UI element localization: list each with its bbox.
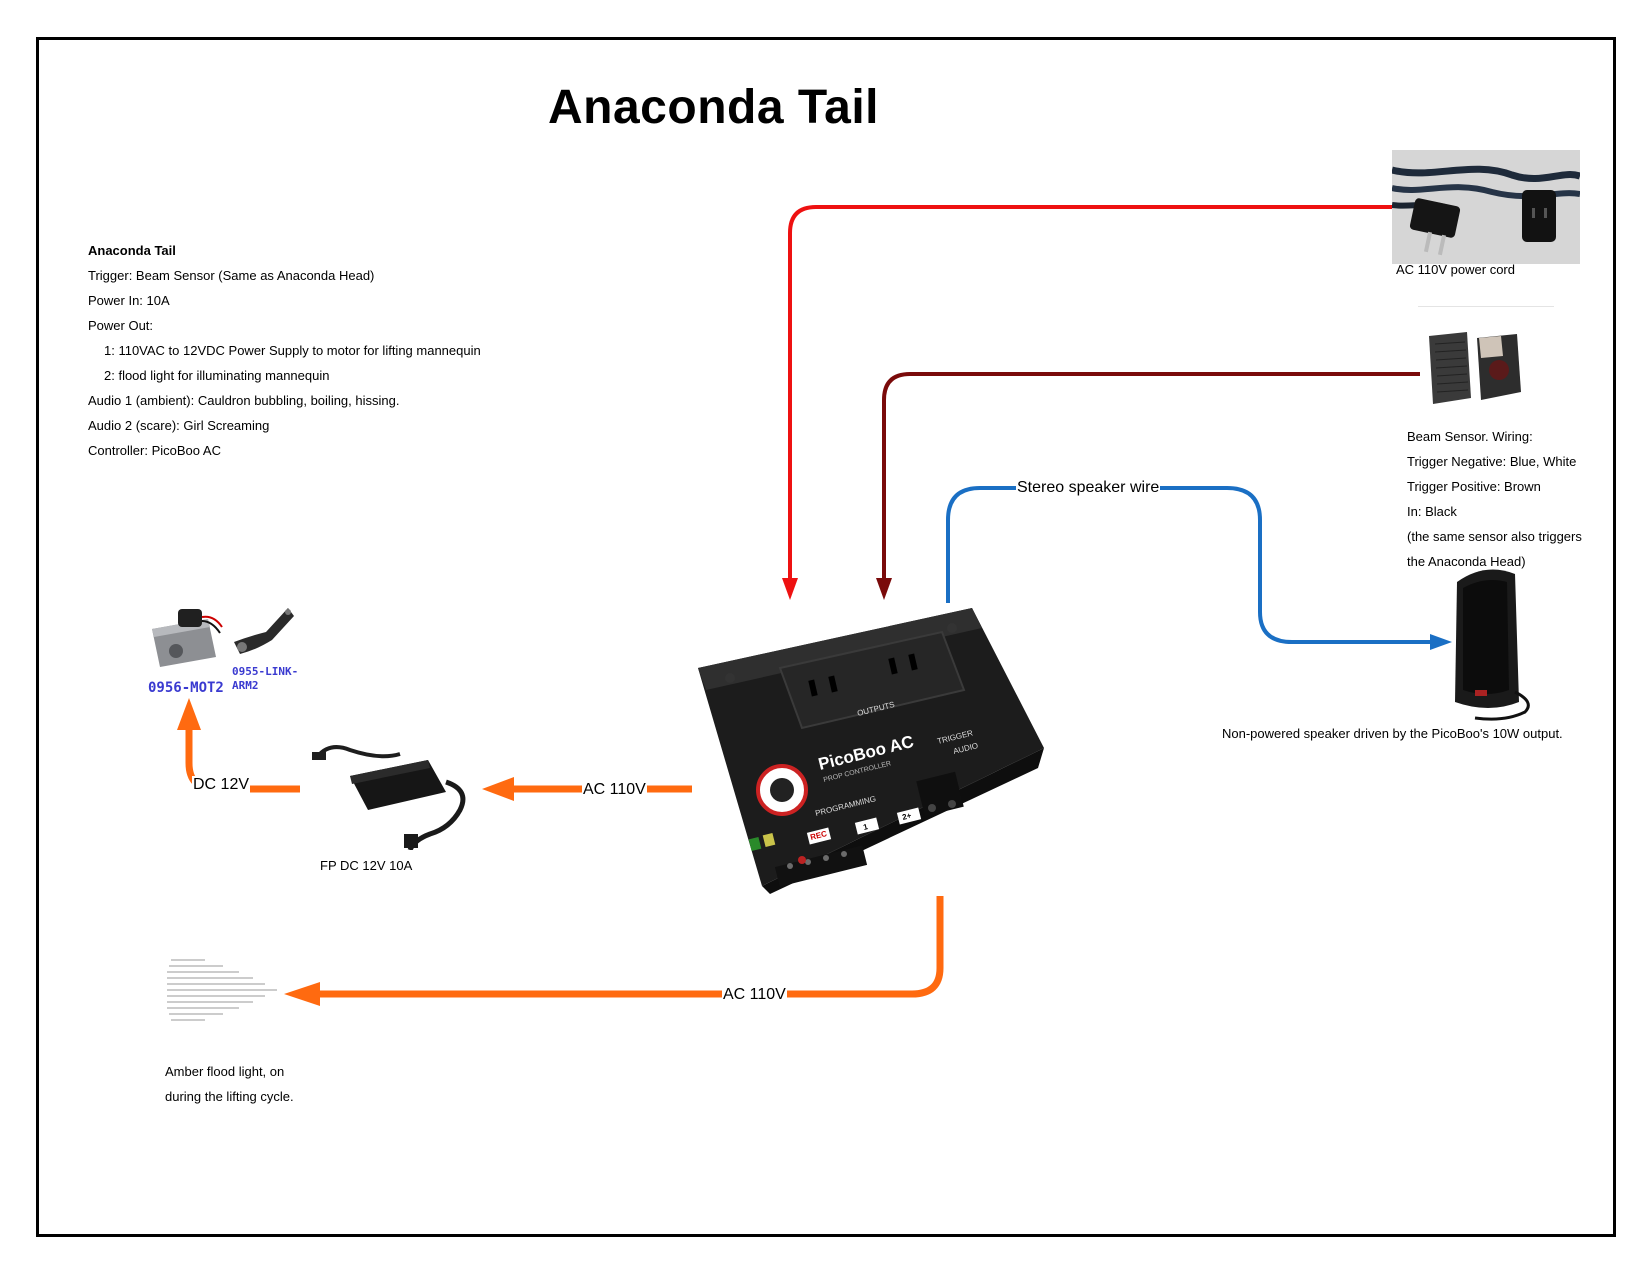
- power-supply-image: [312, 745, 466, 850]
- beam-sensor-image: [1429, 332, 1521, 404]
- spec-heading: Anaconda Tail: [88, 243, 176, 258]
- spec-power-in: Power In: 10A: [88, 293, 170, 308]
- dc-motor-arrowhead: [177, 698, 201, 730]
- power-cord-image: [1392, 150, 1580, 264]
- beam-sensor-line-3: Trigger Positive: Brown: [1407, 479, 1541, 494]
- spec-out-1: 1: 110VAC to 12VDC Power Supply to motor…: [104, 343, 481, 358]
- power-wire-arrowhead: [782, 578, 798, 600]
- link-arm-part-label-1: 0955-LINK-: [232, 665, 299, 678]
- link-arm-image: [234, 608, 294, 654]
- speaker-wire: [946, 486, 1430, 644]
- ac-light-wire: [318, 896, 944, 998]
- spec-power-out: Power Out:: [88, 318, 154, 333]
- sensor-wire: [882, 372, 1420, 578]
- beam-sensor-line-4: In: Black: [1407, 504, 1457, 519]
- speaker-wire-arrowhead: [1430, 634, 1452, 650]
- divider-line: [1418, 306, 1554, 307]
- picoboo-controller-image: PicoBoo AC PROP CONTROLLER OUTPUTS PROGR…: [698, 608, 1044, 894]
- flood-light-label-2: during the lifting cycle.: [165, 1089, 294, 1104]
- ac-light-label: AC 110V: [722, 986, 787, 1004]
- motor-image: [152, 609, 223, 667]
- motor-part-label: 0956-MOT2: [148, 680, 224, 696]
- link-arm-part-label-2: ARM2: [232, 679, 259, 692]
- controller-button-2: 2+: [901, 811, 912, 822]
- ac-light-arrowhead: [284, 982, 320, 1006]
- speaker-caption-rule: [1614, 708, 1616, 752]
- speaker-image: [1455, 569, 1530, 721]
- dc-motor-label: DC 12V: [192, 776, 251, 794]
- speaker-wire-label: Stereo speaker wire: [1016, 479, 1161, 497]
- beam-sensor-line-6: the Anaconda Head): [1407, 554, 1526, 569]
- speaker-label: Non-powered speaker driven by the PicoBo…: [1222, 726, 1563, 741]
- page-border: [36, 37, 1616, 1237]
- sensor-wire-arrowhead: [876, 578, 892, 600]
- beam-sensor-line-5: (the same sensor also triggers: [1407, 529, 1582, 544]
- spec-out-2: 2: flood light for illuminating mannequi…: [104, 368, 330, 383]
- power-wire: [788, 205, 1392, 578]
- power-supply-label: FP DC 12V 10A: [320, 858, 413, 873]
- controller-button-1: 1: [862, 822, 869, 832]
- flood-light-image: [167, 959, 277, 1021]
- spec-trigger: Trigger: Beam Sensor (Same as Anaconda H…: [88, 268, 375, 283]
- page-title: Anaconda Tail: [548, 81, 879, 134]
- power-cord-label: AC 110V power cord: [1396, 262, 1515, 277]
- flood-light-label-1: Amber flood light, on: [165, 1064, 285, 1079]
- spec-audio-2: Audio 2 (scare): Girl Screaming: [88, 418, 270, 433]
- controller-rec-button: REC: [809, 829, 828, 842]
- spec-controller: Controller: PicoBoo AC: [88, 443, 221, 458]
- spec-block: Anaconda Tail Trigger: Beam Sensor (Same…: [88, 238, 481, 463]
- beam-sensor-line-2: Trigger Negative: Blue, White: [1407, 454, 1577, 469]
- ac-supply-label: AC 110V: [582, 781, 647, 799]
- ac-supply-arrowhead: [482, 777, 514, 801]
- beam-sensor-label: Beam Sensor. Wiring: Trigger Negative: B…: [1407, 424, 1582, 574]
- beam-sensor-line-1: Beam Sensor. Wiring:: [1407, 429, 1533, 444]
- outlet-plate: [778, 630, 966, 730]
- spec-audio-1: Audio 1 (ambient): Cauldron bubbling, bo…: [88, 393, 400, 408]
